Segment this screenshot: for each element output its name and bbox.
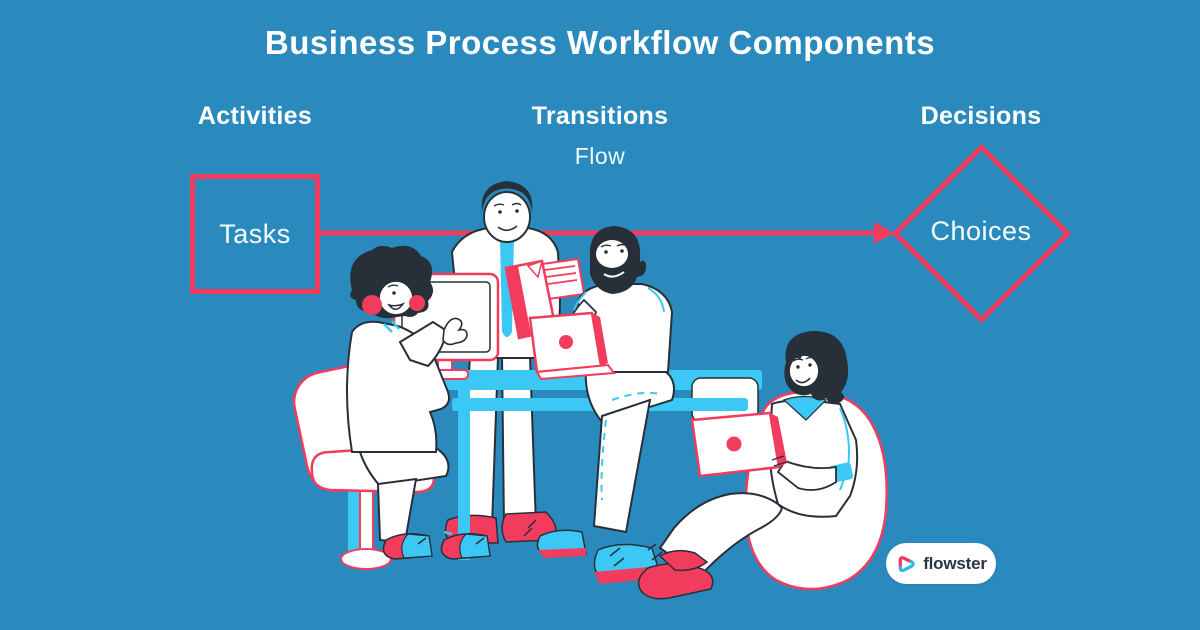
person-sitting-left	[346, 245, 491, 560]
task-node: Tasks	[190, 174, 320, 294]
flowster-logo: flowster	[886, 543, 996, 584]
flowster-triangle-logo-icon	[898, 556, 916, 573]
laptop	[528, 311, 616, 381]
transition-sublabel-flow: Flow	[574, 143, 626, 169]
bearded-person	[523, 226, 675, 584]
page-title: Business Process Workflow Components	[264, 24, 936, 61]
logo-text: flowster	[923, 553, 987, 573]
column-header-activities: Activities	[197, 102, 313, 130]
column-header-transitions: Transitions	[531, 102, 669, 130]
column-header-decisions: Decisions	[920, 102, 1042, 130]
person-on-beanbag	[637, 330, 888, 600]
task-node-label: Tasks	[219, 218, 291, 249]
decision-node-label: Choices	[930, 216, 1032, 246]
laptop	[690, 411, 787, 478]
